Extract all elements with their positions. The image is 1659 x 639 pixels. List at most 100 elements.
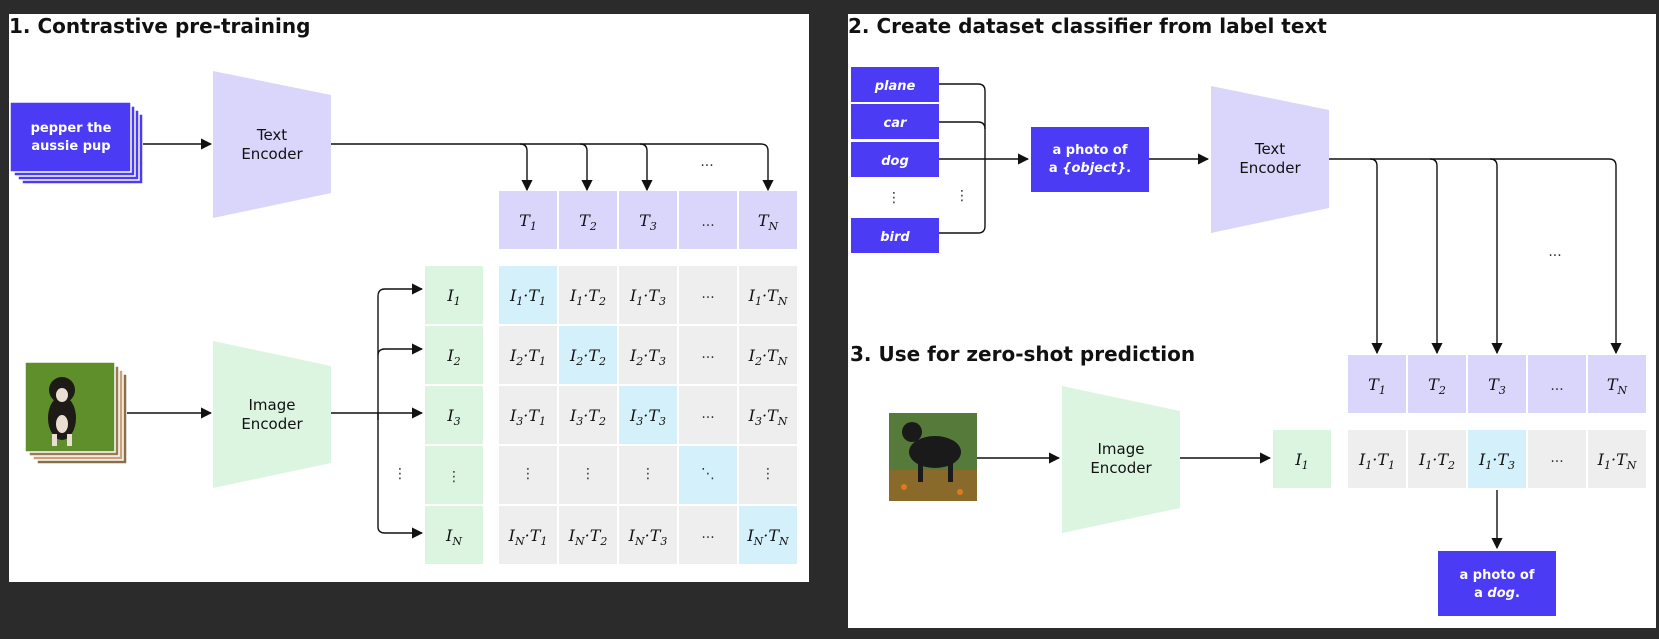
p1-matrix-cell xyxy=(559,386,617,444)
puppy-photo-stack xyxy=(24,361,128,465)
p1-t-header-cell xyxy=(619,191,677,249)
p1-matrix-cell xyxy=(739,386,797,444)
p1-i-header-label: I2 xyxy=(446,346,460,368)
p3-score-cell xyxy=(1348,430,1406,488)
p1-matrix-product: I2·T2 xyxy=(569,346,606,368)
p1-matrix-cell xyxy=(739,326,797,384)
p1-matrix-cell xyxy=(499,266,557,324)
p2-arrow-dots: ... xyxy=(1548,244,1561,260)
result-line-1: a photo of xyxy=(1459,568,1534,583)
p3-t-header-cell xyxy=(1348,355,1406,413)
p3-score-product: I1·TN xyxy=(1597,450,1637,472)
p1-t-header-cell xyxy=(739,191,797,249)
p1-t-header-label: ... xyxy=(701,214,714,230)
p1-matrix-cell xyxy=(559,266,617,324)
p1-i-header-label: I1 xyxy=(446,286,460,308)
p1-matrix-cell xyxy=(499,386,557,444)
text-encoder-2-line-1: Text xyxy=(1254,140,1285,158)
p3-score-product: I1·T3 xyxy=(1478,450,1515,472)
prompt-line-2: a {object}. xyxy=(1049,161,1131,176)
p1-matrix-product: I1·T1 xyxy=(509,286,546,308)
text-encoder-1: Text Encoder xyxy=(213,71,331,218)
p3-score-product: I1·T1 xyxy=(1358,450,1395,472)
dog-photo xyxy=(889,413,977,501)
p2-label-text: dog xyxy=(881,154,909,169)
result-line-2: a dog. xyxy=(1474,586,1520,601)
p2-label-text: bird xyxy=(880,230,910,245)
p1-matrix-product: I2·T3 xyxy=(629,346,666,368)
p1-i-header-cell xyxy=(425,446,483,504)
p3-score-cell xyxy=(1468,430,1526,488)
p3-i1-cell: I1 xyxy=(1273,430,1331,488)
panel-1-title: 1. Contrastive pre-training xyxy=(9,14,310,38)
p3-score-cell xyxy=(1528,430,1586,488)
p1-t-header-label: T3 xyxy=(639,211,657,233)
p1-matrix-vdots: ⋮ xyxy=(521,466,535,482)
input-text-stack: pepper the aussie pup xyxy=(9,101,144,185)
p1-i-header-cell xyxy=(425,506,483,564)
p1-matrix-product: IN·T3 xyxy=(628,526,668,548)
p3-t-header-cell xyxy=(1468,355,1526,413)
image-encoder-2-line-1: Image xyxy=(1098,440,1145,458)
p1-matrix-cell xyxy=(679,266,737,324)
p1-matrix-cell xyxy=(499,446,557,504)
p1-matrix-cell xyxy=(499,506,557,564)
p1-matrix-product: I3·T3 xyxy=(629,406,666,428)
p1-matrix-cell xyxy=(619,386,677,444)
p1-matrix-product: IN·T2 xyxy=(568,526,608,548)
p1-t-header-cell xyxy=(499,191,557,249)
p1-matrix-product: IN·T1 xyxy=(508,526,548,548)
text-encoder-1-line-1: Text xyxy=(256,126,287,144)
p1-matrix-cell xyxy=(679,386,737,444)
p1-i-header-label: I3 xyxy=(446,406,460,428)
p2-label-box xyxy=(851,218,939,253)
input-text-line-2: aussie pup xyxy=(31,139,110,154)
prediction-result-box: a photo of a dog. xyxy=(1438,551,1556,616)
p3-score-cell xyxy=(1588,430,1646,488)
p1-t-header-cell xyxy=(559,191,617,249)
p1-matrix-cell xyxy=(559,326,617,384)
text-encoder-2-line-2: Encoder xyxy=(1239,159,1301,177)
p1-matrix-dots: ... xyxy=(701,526,714,542)
p1-i-header-cell xyxy=(425,266,483,324)
p2-label-box xyxy=(851,142,939,177)
p1-matrix-product: I1·TN xyxy=(748,286,788,308)
p1-t-header-label: T1 xyxy=(519,211,537,233)
p3-i1-label: I1 xyxy=(1294,450,1308,472)
p3-t-header-label: T1 xyxy=(1368,375,1386,397)
p2-label-box xyxy=(851,104,939,139)
p2-label-box xyxy=(851,67,939,102)
p1-matrix-cell xyxy=(619,446,677,504)
p1-matrix-cell xyxy=(739,446,797,504)
p1-t-header-label: TN xyxy=(758,211,779,233)
p1-i-header-label: IN xyxy=(445,526,462,548)
p1-left-vdots: ⋮ xyxy=(393,466,407,482)
p1-matrix-cell xyxy=(499,326,557,384)
panel-3-title: 3. Use for zero-shot prediction xyxy=(850,342,1195,366)
p3-t-header-label: TN xyxy=(1607,375,1628,397)
p1-matrix-cell xyxy=(619,506,677,564)
p1-matrix-cell xyxy=(559,506,617,564)
p1-matrix-vdots: ⋮ xyxy=(761,466,775,482)
p1-matrix-product: I3·T2 xyxy=(569,406,606,428)
p1-matrix-vdots: ⋮ xyxy=(581,466,595,482)
p3-t-header-label: ... xyxy=(1550,378,1563,394)
p1-matrix-ddots: ⋱ xyxy=(701,466,715,482)
p1-matrix-cell xyxy=(559,446,617,504)
p2-label-vdots: ⋮ xyxy=(887,190,901,206)
p2-label-text: car xyxy=(884,116,908,131)
p1-i-header-cell xyxy=(425,326,483,384)
p1-matrix-product: I3·T1 xyxy=(509,406,546,428)
p1-arrow-dots: ... xyxy=(700,154,713,170)
p1-matrix-product: I2·T1 xyxy=(509,346,546,368)
p1-i-header-label: ⋮ xyxy=(447,469,461,485)
image-encoder-2: Image Encoder xyxy=(1062,386,1180,533)
p1-matrix-vdots: ⋮ xyxy=(641,466,655,482)
p3-t-header-label: T2 xyxy=(1428,375,1446,397)
p1-t-header-label: T2 xyxy=(579,211,597,233)
